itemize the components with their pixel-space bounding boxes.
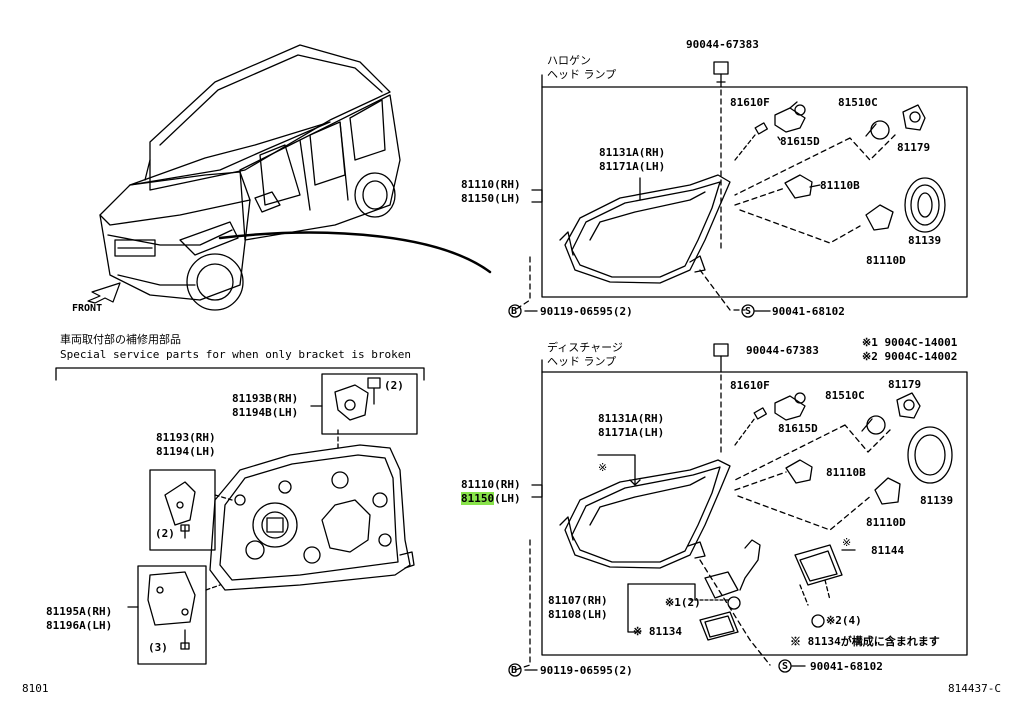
kome-mark-81144: ※ [842, 536, 852, 549]
ref-1-qty-2: ※1(2) [665, 596, 701, 609]
part-81179-top[interactable]: 81179 [897, 141, 931, 154]
part-81615d-bottom[interactable]: 81615D [778, 422, 818, 435]
part-81110-rh-bottom[interactable]: 81110(RH) [461, 478, 521, 491]
part-81139-top[interactable]: 81139 [908, 234, 942, 247]
special-title-en: Special service parts for when only brac… [60, 348, 411, 361]
part-81131a-top[interactable]: 81131A(RH) [599, 146, 666, 159]
part-81510c-top[interactable]: 81510C [838, 96, 878, 109]
halogen-title-line2: ヘッド ランプ [547, 68, 617, 81]
part-81510c-bottom[interactable]: 81510C [825, 389, 865, 402]
ref-qty-2-b: (2) [155, 527, 175, 540]
front-label: FRONT [72, 303, 103, 314]
part-81110d-bottom[interactable]: 81110D [866, 516, 906, 529]
page-code-right: 814437-C [948, 682, 1001, 695]
part-81110b-bottom[interactable]: 81110B [826, 466, 866, 479]
discharge-title-line1: ディスチャージ [547, 341, 623, 354]
s-symbol-top: S [745, 306, 752, 317]
part-81193b[interactable]: 81193B(RH) [232, 392, 299, 405]
page-code-left: 8101 [22, 682, 49, 695]
part-90041-top[interactable]: 90041-68102 [772, 305, 845, 318]
part-81108[interactable]: 81108(LH) [548, 608, 608, 621]
b-symbol-top: B [511, 306, 518, 317]
discharge-title-line2: ヘッド ランプ [547, 355, 617, 368]
part-90041-bottom[interactable]: 90041-68102 [810, 660, 883, 673]
part-81110-rh-top[interactable]: 81110(RH) [461, 178, 521, 191]
part-81134[interactable]: ※ 81134 [633, 625, 682, 638]
part-81139-bottom[interactable]: 81139 [920, 494, 954, 507]
part-90119-bottom[interactable]: 90119-06595(2) [540, 664, 633, 677]
special-service-art [55, 367, 425, 665]
part-81150-lh-bottom[interactable]: 81150(LH) [461, 492, 521, 505]
ref-2-qty-4: ※2(4) [826, 614, 862, 627]
kome-mark-81131: ※ [598, 461, 608, 474]
part-81110b-top[interactable]: 81110B [820, 179, 860, 192]
note-2: ※2 9004C-14002 [862, 350, 958, 363]
part-81615d-top[interactable]: 81615D [780, 135, 820, 148]
part-81107[interactable]: 81107(RH) [548, 594, 608, 607]
part-90119-top[interactable]: 90119-06595(2) [540, 305, 633, 318]
part-81194[interactable]: 81194(LH) [156, 445, 216, 458]
part-81171a-top[interactable]: 81171A(LH) [599, 160, 666, 173]
halogen-title-line1: ハロゲン [547, 54, 591, 67]
part-81610f-bottom[interactable]: 81610F [730, 379, 770, 392]
part-81150-lh-top[interactable]: 81150(LH) [461, 192, 521, 205]
part-81131a-bottom[interactable]: 81131A(RH) [598, 412, 665, 425]
discharge-section-art [508, 343, 968, 677]
part-81179-bottom[interactable]: 81179 [888, 378, 922, 391]
s-symbol-bottom: S [782, 661, 789, 672]
part-81193[interactable]: 81193(RH) [156, 431, 216, 444]
part-81144[interactable]: 81144 [871, 544, 905, 557]
ref-qty-3: (3) [148, 641, 168, 654]
part-81171a-bottom[interactable]: 81171A(LH) [598, 426, 665, 439]
note-1: ※1 9004C-14001 [862, 336, 958, 349]
part-81150-suffix: (LH) [494, 492, 521, 505]
part-81194b[interactable]: 81194B(LH) [232, 406, 299, 419]
part-81195a[interactable]: 81195A(RH) [46, 605, 113, 618]
part-81110d-top[interactable]: 81110D [866, 254, 906, 267]
halogen-section-art [508, 61, 968, 318]
part-90044-67383-bottom[interactable]: 90044-67383 [746, 344, 819, 357]
b-symbol-bottom: B [511, 665, 518, 676]
part-81610f-top[interactable]: 81610F [730, 96, 770, 109]
part-81150-highlight: 81150 [461, 492, 495, 505]
note-81134-included: ※ 81134が構成に含まれます [790, 635, 940, 648]
part-90044-67383-top[interactable]: 90044-67383 [686, 38, 759, 51]
ref-qty-2-a: (2) [384, 379, 404, 392]
car-illustration [99, 44, 401, 311]
special-title-jp: 車両取付部の補修用部品 [60, 333, 181, 346]
part-81196a[interactable]: 81196A(LH) [46, 619, 113, 632]
